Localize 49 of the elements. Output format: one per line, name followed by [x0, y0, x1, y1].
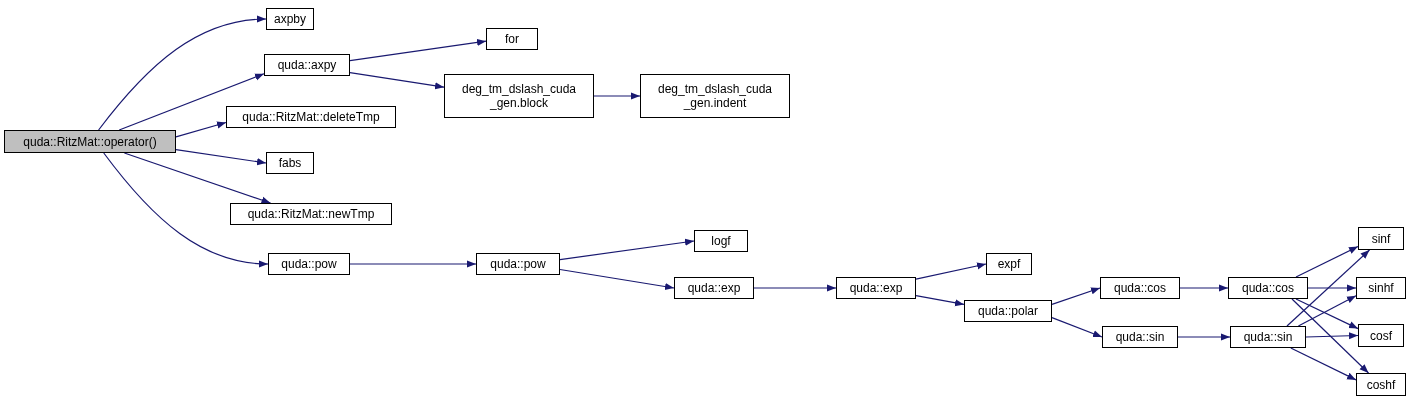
arrow: [1305, 332, 1359, 340]
function-box: cosf: [1358, 324, 1404, 347]
arrow: [1051, 317, 1103, 338]
arrow: [1051, 287, 1101, 305]
function-box: axpby: [266, 8, 314, 30]
function-box: quda::cos: [1100, 277, 1180, 299]
arrow: [1290, 347, 1357, 381]
function-box: quda::pow: [268, 253, 350, 275]
function-box: deg_tm_dslash_cuda _gen.indent: [640, 74, 790, 118]
arrow: [1295, 245, 1359, 278]
arrow: [915, 262, 987, 280]
arrow: [98, 15, 267, 131]
function-box: quda::cos: [1228, 277, 1308, 299]
arrow: [1177, 333, 1231, 341]
arrow: [559, 268, 675, 291]
arrow: [175, 148, 267, 166]
arrow: [1307, 284, 1357, 292]
function-box: quda::polar: [964, 300, 1052, 322]
function-box: sinf: [1358, 227, 1404, 250]
function-box: quda::exp: [836, 277, 916, 299]
function-box: coshf: [1356, 373, 1406, 396]
function-box: for: [486, 28, 538, 50]
function-box: expf: [986, 253, 1032, 275]
arrow: [175, 121, 227, 138]
function-box: fabs: [266, 152, 314, 174]
function-box: quda::RitzMat::operator(): [4, 130, 176, 153]
function-box: sinhf: [1356, 277, 1406, 299]
arrow: [349, 38, 487, 62]
arrow: [103, 152, 269, 268]
arrow: [915, 295, 965, 307]
function-box: quda::sin: [1102, 326, 1178, 348]
function-box: logf: [694, 230, 748, 252]
arrow: [349, 72, 445, 90]
arrow: [1286, 249, 1371, 327]
arrow: [753, 284, 837, 292]
function-box: deg_tm_dslash_cuda _gen.block: [444, 74, 594, 118]
arrow: [559, 238, 695, 261]
arrow: [1179, 284, 1229, 292]
function-box: quda::pow: [476, 253, 560, 275]
function-box: quda::axpy: [264, 54, 350, 76]
function-box: quda::exp: [674, 277, 754, 299]
function-box: quda::sin: [1230, 326, 1306, 348]
arrow: [593, 92, 641, 100]
arrow: [1291, 298, 1370, 374]
function-box: quda::RitzMat::newTmp: [230, 203, 392, 225]
arrow: [123, 152, 272, 204]
arrow: [349, 260, 477, 268]
function-box: quda::RitzMat::deleteTmp: [226, 106, 396, 128]
arrow: [118, 73, 265, 131]
